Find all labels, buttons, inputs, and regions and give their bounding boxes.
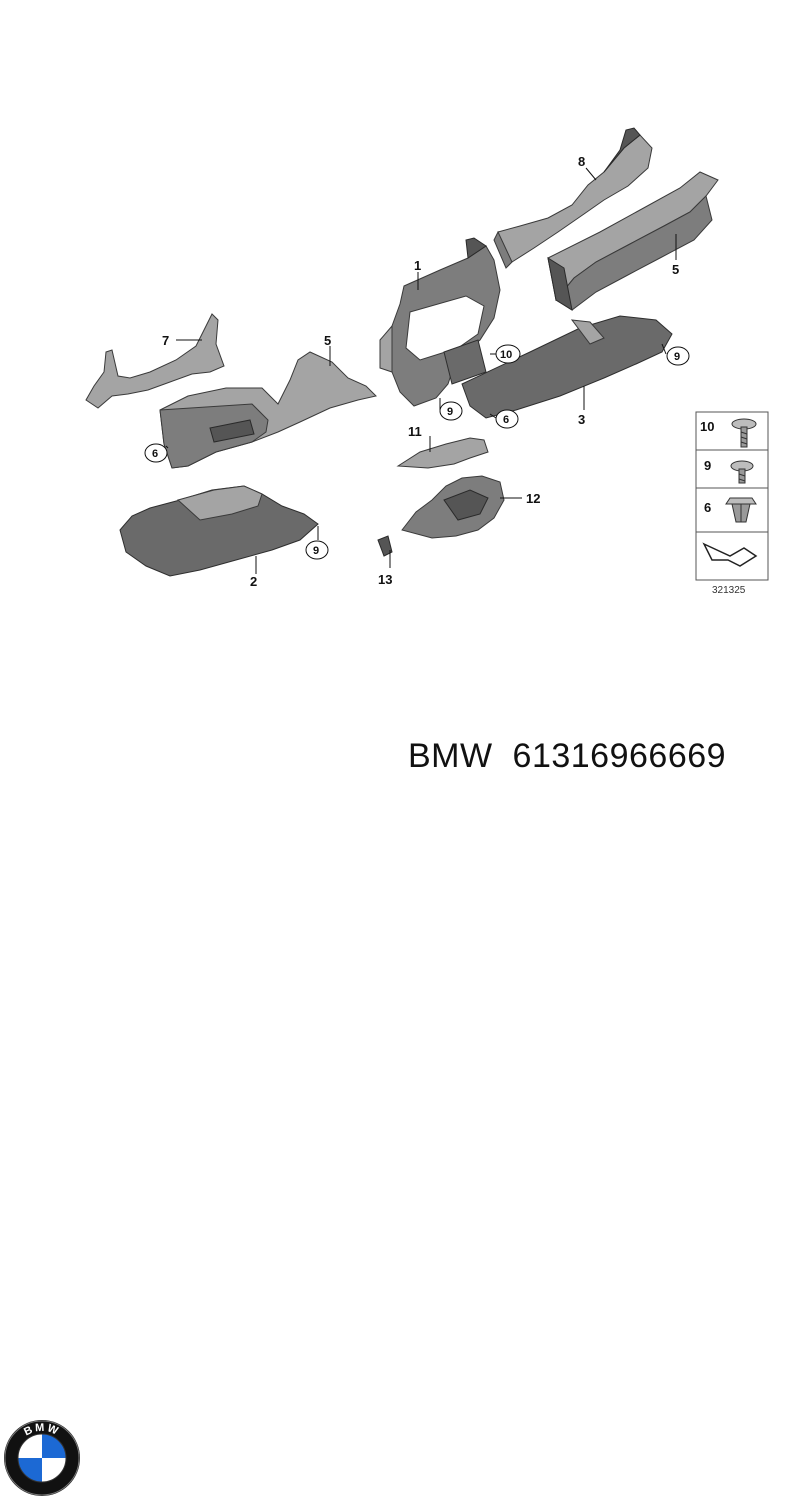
callout-4: 5 (672, 262, 679, 277)
screw-9-icon (730, 460, 754, 484)
svg-text:9: 9 (313, 545, 319, 557)
part-12-trim (401, 475, 505, 539)
part-4-duct (547, 171, 719, 312)
part-13-clip (377, 535, 393, 557)
svg-text:6: 6 (503, 414, 509, 426)
bubble-10: 10 (495, 344, 521, 364)
bubble-9-center: 9 (439, 401, 463, 421)
brand-part-number: BMW 61316966669 (408, 737, 793, 787)
orientation-arrow-icon (702, 542, 758, 567)
part-7-bracket (85, 313, 225, 409)
legend-label-6: 6 (704, 500, 711, 515)
legend-label-9: 9 (704, 458, 711, 473)
parts-diagram: 8 5 1 7 5 3 2 11 12 13 10 9 9 9 6 (85, 127, 769, 596)
part-1-frame (379, 237, 501, 407)
callout-1: 1 (414, 258, 421, 273)
callout-7: 7 (162, 333, 169, 348)
fastener-legend: 10 9 6 321325 (695, 411, 769, 596)
legend-label-10: 10 (700, 419, 714, 434)
diagram-code: 321325 (712, 585, 746, 596)
callout-8: 8 (578, 154, 585, 169)
part-11-trim (396, 437, 489, 469)
part-3-panel (461, 315, 673, 419)
bmw-logo-icon: BMW (4, 1420, 80, 1496)
callout-11: 11 (408, 424, 422, 439)
callout-5: 5 (324, 333, 331, 348)
svg-text:6: 6 (152, 448, 158, 460)
clip-6-icon (725, 497, 757, 523)
part-number: 61316966669 (512, 737, 727, 775)
callout-13: 13 (378, 572, 392, 587)
bubbles: 10 9 9 9 6 6 (144, 344, 690, 560)
part-2-panel (119, 485, 319, 577)
svg-text:9: 9 (447, 406, 453, 418)
footer: BMW BMW 61316966669 (0, 700, 800, 1496)
bubble-6-left: 6 (144, 443, 168, 463)
svg-text:9: 9 (674, 351, 680, 363)
callout-3: 3 (578, 412, 585, 427)
brand-name: BMW (408, 737, 493, 775)
bubble-9-left: 9 (305, 540, 329, 560)
leader-lines (165, 167, 677, 574)
bubble-9-right: 9 (666, 346, 690, 366)
callouts: 8 5 1 7 5 3 2 11 12 13 (162, 154, 679, 589)
bubble-6-center: 6 (495, 409, 519, 429)
part-8-bracket (493, 127, 653, 269)
part-5-shell (159, 351, 377, 469)
screw-10-icon (731, 418, 757, 448)
callout-12: 12 (526, 491, 540, 506)
svg-text:10: 10 (500, 349, 512, 361)
callout-2: 2 (250, 574, 257, 589)
